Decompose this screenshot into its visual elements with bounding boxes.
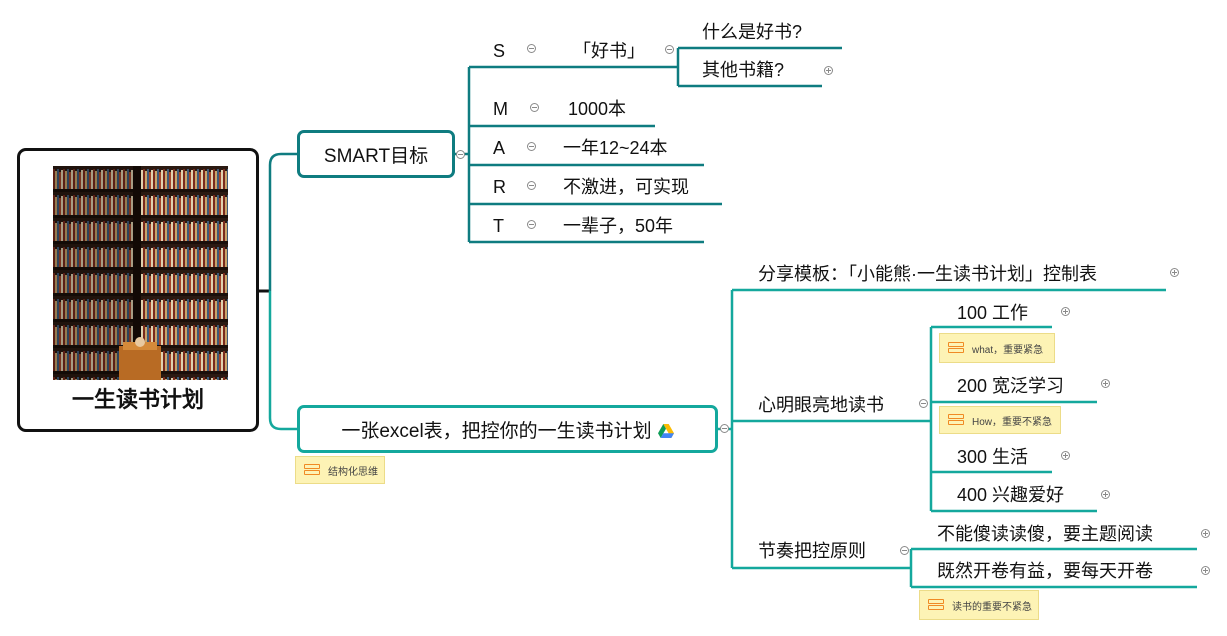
- structured-thinking-text: 结构化思维: [328, 466, 378, 478]
- work-note[interactable]: what，重要紧急: [939, 333, 1055, 363]
- smart-letter-t: T: [493, 216, 504, 236]
- expand-toggle-icon[interactable]: [1061, 307, 1070, 316]
- rhythm-note-text: 读书的重要不紧急: [952, 601, 1032, 613]
- learning-note-text: How，重要不紧急: [972, 416, 1053, 428]
- root-node[interactable]: 一生读书计划: [17, 148, 259, 432]
- category-400-hobbies[interactable]: 400 兴趣爱好: [957, 485, 1065, 505]
- smart-value-t[interactable]: 一辈子，50年: [563, 216, 674, 236]
- collapse-toggle-icon[interactable]: [527, 220, 536, 229]
- rhythm-rule-2[interactable]: 既然开卷有益，要每天开卷: [937, 561, 1153, 581]
- collapse-toggle-icon[interactable]: [456, 150, 465, 159]
- note-icon: [304, 464, 320, 476]
- expand-toggle-icon[interactable]: [1170, 268, 1179, 277]
- category-300-life[interactable]: 300 生活: [957, 447, 1029, 467]
- smart-value-s[interactable]: 「好书」: [573, 41, 645, 61]
- mindful-reading-node[interactable]: 心明眼亮地读书: [758, 395, 884, 415]
- expand-toggle-icon[interactable]: [1061, 451, 1070, 460]
- collapse-toggle-icon[interactable]: [665, 45, 674, 54]
- collapse-toggle-icon[interactable]: [527, 44, 536, 53]
- root-title: 一生读书计划: [71, 387, 204, 412]
- smart-letter-m: M: [493, 99, 508, 119]
- expand-toggle-icon[interactable]: [1101, 379, 1110, 388]
- s-child-other-books[interactable]: 其他书籍?: [702, 60, 785, 80]
- smart-letter-a: A: [493, 138, 506, 158]
- learning-note[interactable]: How，重要不紧急: [939, 406, 1061, 434]
- smart-value-a[interactable]: 一年12~24本: [563, 138, 668, 158]
- excel-plan-label: 一张excel表，把控你的一生读书计划: [341, 420, 652, 442]
- smart-goal-node[interactable]: SMART目标: [297, 130, 455, 178]
- expand-toggle-icon[interactable]: [1101, 490, 1110, 499]
- expand-toggle-icon[interactable]: [1201, 566, 1210, 575]
- category-200-learning[interactable]: 200 宽泛学习: [957, 376, 1065, 396]
- collapse-toggle-icon[interactable]: [530, 103, 539, 112]
- note-icon: [948, 414, 964, 426]
- structured-thinking-note[interactable]: 结构化思维: [295, 456, 385, 484]
- library-photo: [53, 166, 228, 380]
- collapse-toggle-icon[interactable]: [527, 181, 536, 190]
- work-note-text: what，重要紧急: [972, 344, 1044, 356]
- excel-plan-node[interactable]: 一张excel表，把控你的一生读书计划: [297, 405, 718, 453]
- collapse-toggle-icon[interactable]: [919, 399, 928, 408]
- collapse-toggle-icon[interactable]: [720, 424, 729, 433]
- s-child-good-books[interactable]: 什么是好书?: [702, 22, 803, 42]
- category-100-work[interactable]: 100 工作: [957, 303, 1029, 323]
- smart-value-m[interactable]: 1000本: [568, 99, 627, 119]
- google-drive-icon[interactable]: [657, 422, 674, 438]
- rhythm-rule-1[interactable]: 不能傻读读傻，要主题阅读: [937, 524, 1153, 544]
- smart-letter-r: R: [493, 177, 506, 197]
- template-share-item[interactable]: 分享模板：「小能熊·一生读书计划」控制表: [758, 264, 1097, 284]
- collapse-toggle-icon[interactable]: [900, 546, 909, 555]
- smart-goal-label: SMART目标: [323, 145, 429, 167]
- smart-letter-s: S: [493, 41, 506, 61]
- note-icon: [928, 599, 944, 611]
- smart-value-r[interactable]: 不激进，可实现: [563, 177, 689, 197]
- rhythm-control-node[interactable]: 节奏把控原则: [758, 541, 866, 561]
- note-icon: [948, 342, 964, 354]
- rhythm-note[interactable]: 读书的重要不紧急: [919, 590, 1039, 620]
- collapse-toggle-icon[interactable]: [527, 142, 536, 151]
- expand-toggle-icon[interactable]: [1201, 529, 1210, 538]
- expand-toggle-icon[interactable]: [824, 66, 833, 75]
